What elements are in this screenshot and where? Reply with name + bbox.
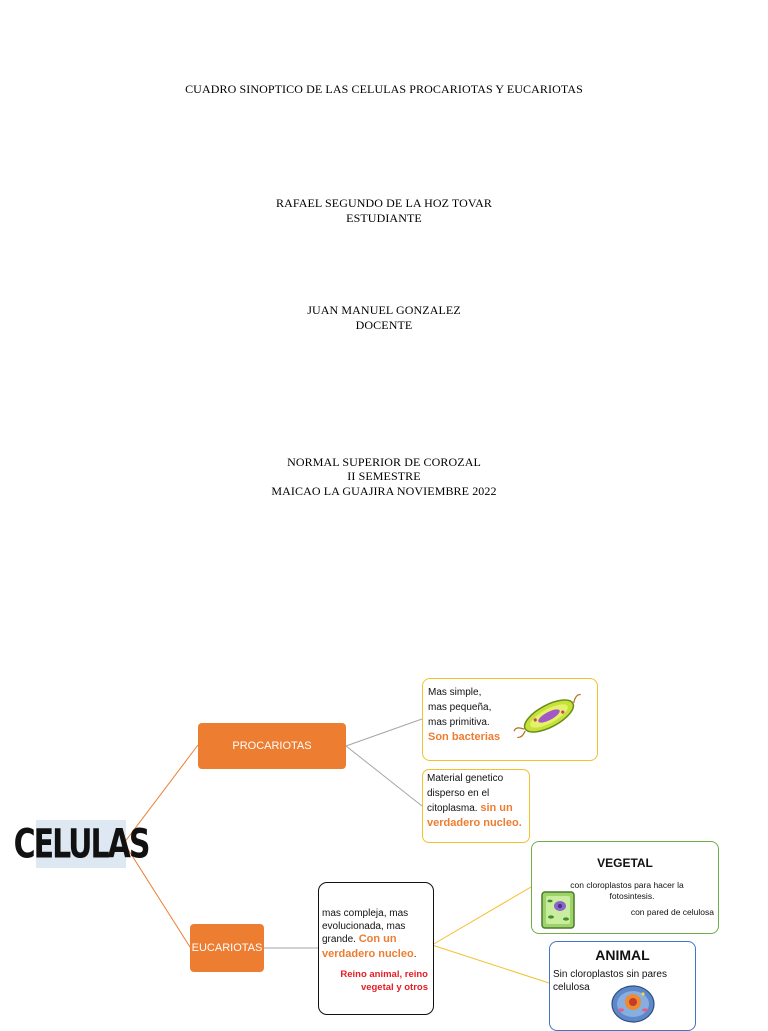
connector-procariotas-box2 (345, 745, 423, 807)
genetic-line-2: disperso en el (427, 788, 490, 799)
eucariotas-label: EUCARIOTAS (191, 942, 263, 954)
student-role: ESTUDIANTE (346, 211, 422, 225)
connector-root-eucariotas (123, 842, 191, 948)
vegetal-line-1: con cloroplastos para hacer la (570, 880, 684, 890)
animal-cell-icon (611, 985, 655, 1023)
procariotas-label: PROCARIOTAS (232, 740, 312, 752)
semester: II SEMESTRE (347, 469, 421, 483)
eucariotas-red-1: Reino animal, reino (340, 969, 428, 980)
eucariotas-desc-box: mas compleja, mas evolucionada, mas gran… (318, 882, 434, 1015)
animal-box: ANIMAL Sin cloroplastos sin pares celulo… (549, 941, 696, 1031)
procariotas-trait-3: mas primitiva. (428, 717, 490, 728)
teacher-name: JUAN MANUEL GONZALEZ (307, 303, 461, 317)
place-date: MAICAO LA GUAJIRA NOVIEMBRE 2022 (271, 484, 497, 498)
plant-cell-icon (541, 891, 575, 929)
vegetal-title: VEGETAL (597, 856, 653, 870)
eucariotas-desc-line-1: mas compleja, mas (322, 908, 409, 919)
procariotas-trait-2: mas pequeña, (428, 702, 492, 713)
institution-name: NORMAL SUPERIOR DE COROZAL (287, 455, 481, 469)
genetic-highlight-1: sin un (480, 802, 513, 814)
connector-root-procariotas (123, 744, 199, 844)
eucariotas-red-2: vegetal y otros (360, 982, 428, 993)
connector-procariotas-box1 (345, 718, 423, 747)
genetic-line-3: citoplasma. (427, 803, 478, 814)
eucariotas-node: EUCARIOTAS (190, 924, 264, 972)
genetic-line-1: Material genetico (427, 773, 504, 784)
animal-title: ANIMAL (595, 947, 650, 963)
vegetal-line-2: fotosintesis. (609, 891, 655, 901)
procariotas-genetic-box: Material genetico disperso en el citopla… (422, 769, 530, 843)
root-node-label: CELULAS (13, 820, 151, 868)
student-name: RAFAEL SEGUNDO DE LA HOZ TOVAR (275, 196, 492, 210)
root-node-celulas: CELULAS (14, 820, 150, 868)
eucariotas-highlight-2: verdadero nucleo (322, 948, 414, 960)
animal-line-1: Sin cloroplastos sin pares (553, 969, 667, 980)
procariotas-node: PROCARIOTAS (198, 723, 346, 769)
document-title: CUADRO SINOPTICO DE LAS CELULAS PROCARIO… (185, 82, 583, 96)
eucariotas-desc-line-2: evolucionada, mas (322, 921, 406, 932)
procariotas-highlight: Son bacterias (428, 731, 501, 743)
eucariotas-period: . (413, 949, 417, 960)
animal-line-2: celulosa (553, 982, 590, 993)
eucariotas-desc-line-3: grande. (322, 934, 356, 945)
connector-desc-vegetal (431, 886, 532, 946)
genetic-highlight-2: verdadero nucleo. (427, 817, 522, 829)
procariotas-traits-box: Mas simple, mas pequeña, mas primitiva. … (422, 678, 598, 761)
eucariotas-highlight-1: Con un (358, 933, 397, 945)
bacteria-icon (513, 693, 581, 739)
vegetal-line-3: con pared de celulosa (630, 907, 714, 917)
connector-desc-animal (431, 944, 550, 984)
procariotas-trait-1: Mas simple, (428, 687, 482, 698)
vegetal-box: VEGETAL con cloroplastos para hacer la f… (531, 841, 719, 934)
teacher-role: DOCENTE (355, 318, 413, 332)
